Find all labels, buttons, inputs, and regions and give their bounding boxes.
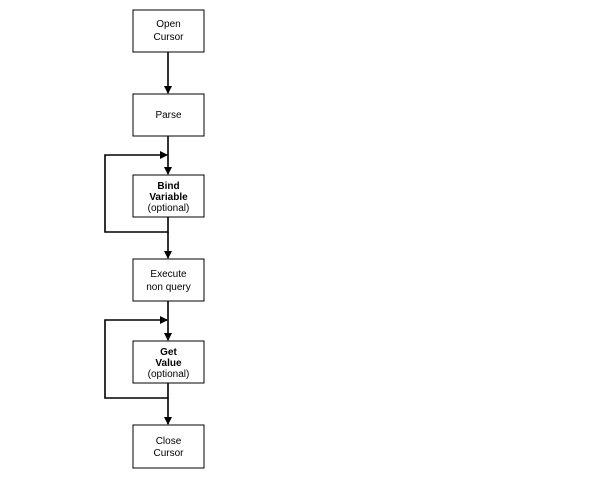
step-label-line: Close: [156, 436, 182, 447]
step-box: [132, 9, 205, 53]
step-label-line: Parse: [155, 110, 182, 121]
step-box: [132, 258, 205, 302]
step-close-cursor: Close Cursor: [132, 424, 205, 469]
step-label-line: Bind: [157, 181, 179, 192]
step-label-line: Cursor: [153, 32, 184, 43]
step-box: [132, 174, 205, 218]
step-open-cursor: Open Cursor: [132, 9, 205, 53]
arrow-bind-loop: [104, 151, 169, 233]
step-label-line: Value: [155, 358, 182, 369]
step-label-line: Cursor: [153, 448, 184, 459]
step-bind-variable: Bind Variable (optional): [132, 174, 205, 218]
arrow-get-loop: [104, 316, 169, 399]
step-label-line: Execute: [150, 269, 187, 280]
step-label-line: Open: [156, 19, 180, 30]
step-label-line: Variable: [149, 192, 188, 203]
step-get-value: Get Value (optional): [132, 340, 205, 384]
step-box: [132, 340, 205, 384]
step-box: [132, 424, 205, 469]
step-label-line: Get: [160, 347, 177, 358]
connectors: [104, 52, 172, 425]
step-parse: Parse: [132, 93, 205, 137]
step-label-line: non query: [146, 282, 190, 293]
step-execute-non-query: Execute non query: [132, 258, 205, 302]
step-box: [132, 93, 205, 137]
step-label-line: (optional): [148, 369, 190, 380]
step-label-line: (optional): [148, 203, 190, 214]
